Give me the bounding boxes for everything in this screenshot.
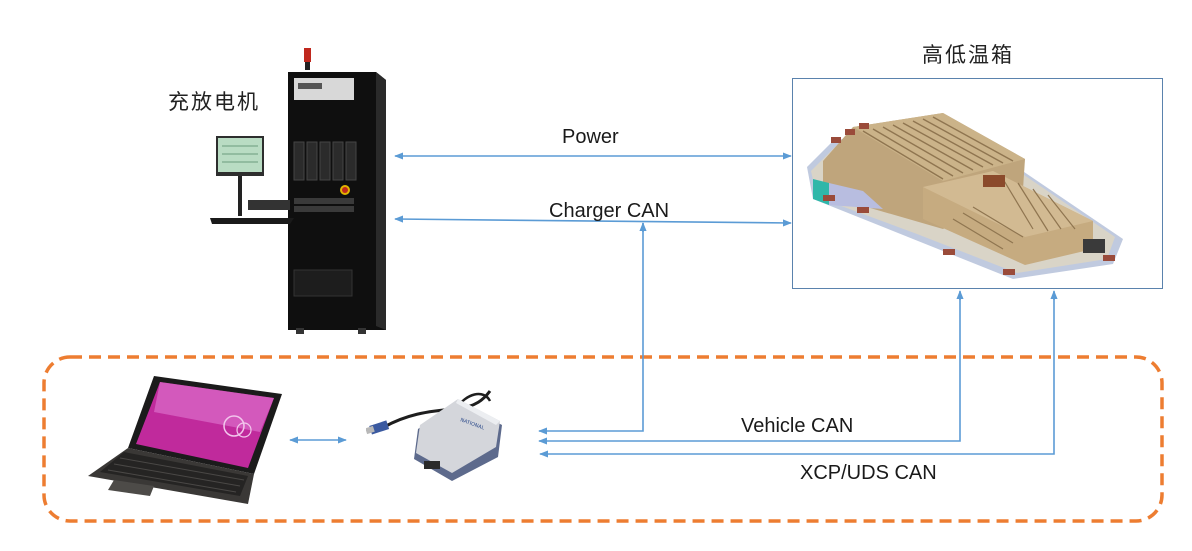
vehicle-can-label: Vehicle CAN (741, 415, 854, 437)
temperature-chamber-box (792, 78, 1163, 289)
charger-can-connector (394, 215, 792, 227)
charger-can-to-interface-connector (538, 223, 644, 435)
laptop-icon (88, 376, 282, 504)
battery-cycler-cabinet-icon (210, 48, 386, 334)
usb-can-interface-icon: NATIONAL (366, 390, 502, 481)
charger-can-label: Charger CAN (549, 200, 670, 222)
chamber-label: 高低温箱 (922, 43, 1014, 67)
xcp-uds-can-connector (539, 292, 1055, 458)
xcp-uds-can-label: XCP/UDS CAN (800, 462, 937, 484)
cycler-label: 充放电机 (168, 90, 260, 114)
vehicle-can-connector (538, 292, 961, 445)
test-bench-group-box (42, 355, 1164, 523)
power-label: Power (562, 126, 619, 148)
battery-pack-icon (807, 113, 1123, 279)
